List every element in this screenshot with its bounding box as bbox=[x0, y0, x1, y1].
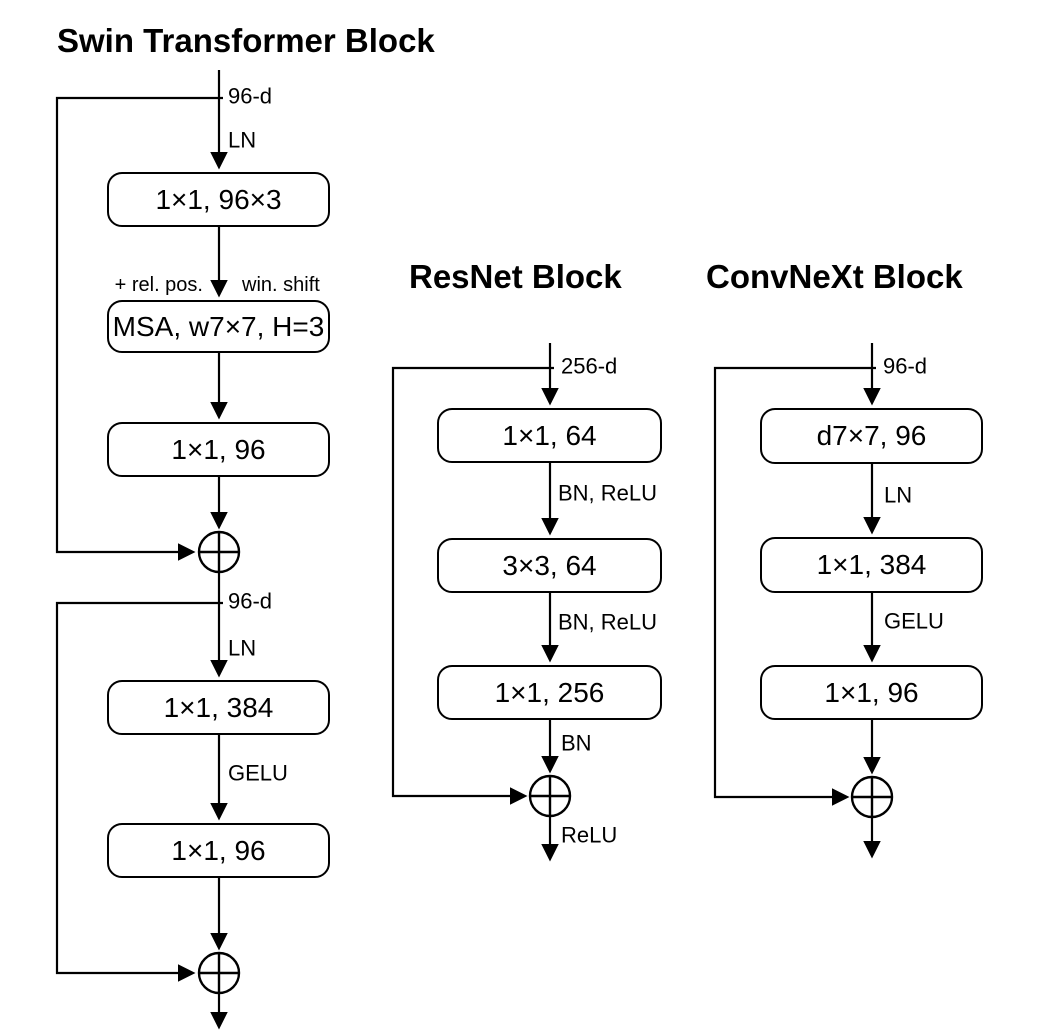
swin-norm1-label: LN bbox=[228, 127, 257, 153]
resnet-residual-add-icon bbox=[528, 774, 572, 818]
swin-conv2-box: 1×1, 96 bbox=[107, 422, 330, 477]
swin-norm2-label: LN bbox=[228, 635, 257, 661]
resnet-bn-label: BN bbox=[561, 730, 592, 756]
swin-gelu-label: GELU bbox=[228, 760, 288, 786]
swin-mlp1-box: 1×1, 384 bbox=[107, 680, 330, 735]
convnext-pwconv2-box: 1×1, 96 bbox=[760, 665, 983, 720]
resnet-skip-connection bbox=[391, 366, 554, 805]
swin-msa-box: MSA, w7×7, H=3 bbox=[107, 300, 330, 353]
swin-residual-add-icon-2 bbox=[197, 951, 241, 995]
swin-input-dim-label: 96-d bbox=[228, 83, 273, 109]
convnext-pwconv1-box: 1×1, 384 bbox=[760, 537, 983, 593]
swin-conv1-box: 1×1, 96×3 bbox=[107, 172, 330, 227]
swin-residual-add-icon-1 bbox=[197, 530, 241, 574]
resnet-bn-relu1-label: BN, ReLU bbox=[558, 480, 658, 506]
resnet-block-title: ResNet Block bbox=[409, 258, 622, 295]
resnet-conv3-box: 1×1, 256 bbox=[437, 665, 662, 720]
resnet-bn-relu2-label: BN, ReLU bbox=[558, 609, 658, 635]
swin-rel-pos-label: + rel. pos. bbox=[114, 274, 203, 297]
swin-mid-dim-label: 96-d bbox=[228, 588, 273, 614]
swin-win-shift-label: win. shift bbox=[242, 274, 320, 297]
convnext-gelu-label: GELU bbox=[884, 608, 944, 634]
resnet-conv1-box: 1×1, 64 bbox=[437, 408, 662, 463]
swin-block-title: Swin Transformer Block bbox=[57, 22, 435, 59]
swin-skip-connection-1 bbox=[55, 96, 223, 561]
convnext-skip-connection bbox=[713, 366, 876, 806]
convnext-ln-label: LN bbox=[884, 482, 913, 508]
convnext-residual-add-icon bbox=[850, 775, 894, 819]
convnext-input-dim-label: 96-d bbox=[883, 353, 928, 379]
resnet-conv2-box: 3×3, 64 bbox=[437, 538, 662, 593]
swin-mlp2-box: 1×1, 96 bbox=[107, 823, 330, 878]
convnext-block-title: ConvNeXt Block bbox=[706, 258, 963, 295]
resnet-relu-out-label: ReLU bbox=[561, 822, 618, 848]
convnext-dwconv-box: d7×7, 96 bbox=[760, 408, 983, 464]
resnet-input-dim-label: 256-d bbox=[561, 353, 618, 379]
swin-skip-connection-2 bbox=[55, 601, 223, 982]
